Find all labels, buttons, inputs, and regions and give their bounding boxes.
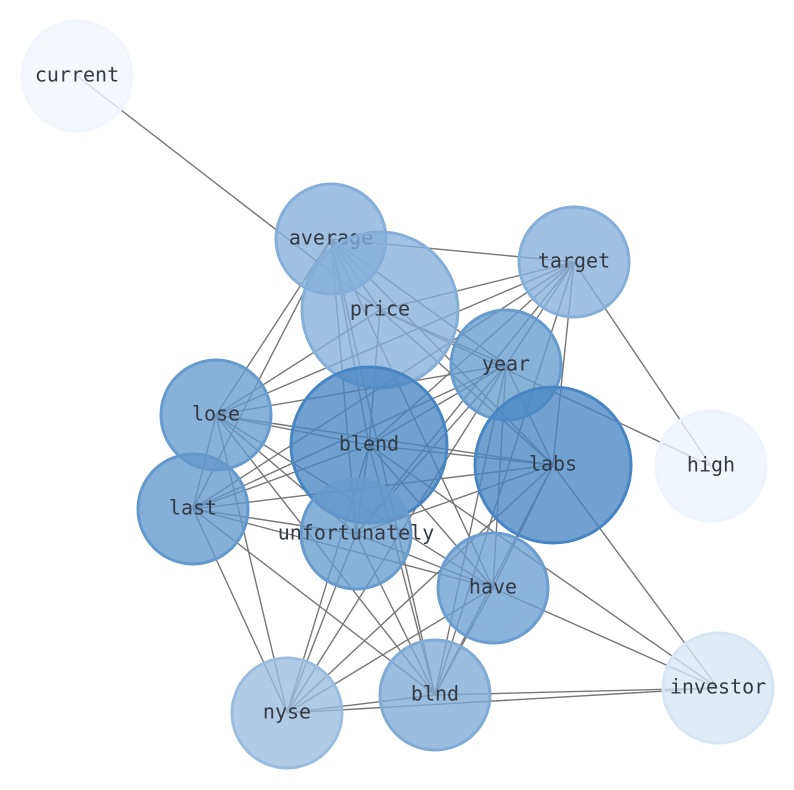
node-high[interactable]: high [654,409,768,523]
node-circle-high [654,409,768,523]
node-label-blend: blend [339,432,399,456]
node-label-investor: investor [670,675,766,699]
node-circle-labs [473,385,633,545]
node-label-have: have [469,575,517,599]
node-circle-current [20,19,134,133]
node-circle-investor [661,631,775,745]
node-circle-unfortunately [299,477,413,591]
node-investor[interactable]: investor [661,631,775,745]
node-target[interactable]: target [517,205,631,319]
node-have[interactable]: have [436,531,550,645]
node-label-labs: labs [529,452,577,476]
node-label-nyse: nyse [263,700,311,724]
node-label-current: current [35,63,119,87]
node-label-target: target [538,249,610,273]
node-circle-blnd [378,638,492,752]
node-label-blnd: blnd [411,682,459,706]
node-label-lose: lose [192,402,240,426]
node-unfortunately[interactable]: unfortunately [278,477,435,591]
node-blnd[interactable]: blnd [378,638,492,752]
node-label-last: last [169,496,217,520]
node-label-unfortunately: unfortunately [278,521,435,545]
node-circle-nyse [230,656,344,770]
edge-investor-nyse [286,687,719,714]
node-circle-target [517,205,631,319]
node-labs[interactable]: labs [473,385,633,545]
node-circle-last [136,452,250,566]
node-lose[interactable]: lose [159,358,273,472]
node-nyse[interactable]: nyse [230,656,344,770]
nodes-layer: currentaveragepricetargetyearloseblendla… [20,19,775,770]
node-label-price: price [350,297,410,321]
node-circle-have [436,531,550,645]
node-label-year: year [482,352,530,376]
node-label-high: high [687,453,735,477]
node-price[interactable]: price [300,230,460,390]
node-current[interactable]: current [20,19,134,133]
node-last[interactable]: last [136,452,250,566]
